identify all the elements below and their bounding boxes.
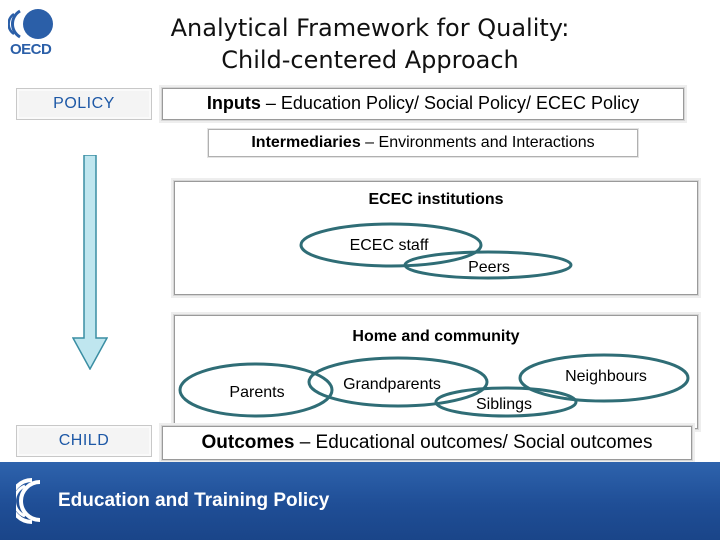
inputs-rest: – Education Policy/ Social Policy/ ECEC … xyxy=(260,93,640,113)
home-ovals: Parents Grandparents Siblings Neighbours xyxy=(178,353,690,418)
intermediaries-text: Intermediaries – Environments and Intera… xyxy=(209,134,637,152)
home-community-box: Home and community Parents Grandparents … xyxy=(174,315,698,429)
neighbours-label: Neighbours xyxy=(565,368,647,385)
siblings-oval xyxy=(434,386,578,418)
grandparents-oval xyxy=(307,356,489,408)
policy-to-child-arrow-icon xyxy=(72,155,108,370)
ecec-institutions-box: ECEC institutions ECEC staff Peers xyxy=(174,181,698,295)
intermediaries-bold: Intermediaries xyxy=(251,134,361,151)
parents-oval xyxy=(178,362,334,418)
intermediaries-box: Intermediaries – Environments and Intera… xyxy=(208,129,638,157)
inputs-bold: Inputs xyxy=(206,93,261,113)
footer-bar xyxy=(0,462,720,540)
policy-label: POLICY xyxy=(16,88,152,120)
grandparents-label: Grandparents xyxy=(343,376,441,393)
peers-oval xyxy=(403,250,573,280)
inputs-text: Inputs – Education Policy/ Social Policy… xyxy=(163,93,683,114)
parents-label: Parents xyxy=(229,384,284,401)
outcomes-bold: Outcomes xyxy=(201,432,295,453)
intermediaries-rest: – Environments and Interactions xyxy=(360,134,595,151)
siblings-label: Siblings xyxy=(476,396,532,413)
outcomes-box: Outcomes – Educational outcomes/ Social … xyxy=(162,426,692,460)
neighbours-oval xyxy=(518,353,690,403)
ecec-staff-label: ECEC staff xyxy=(350,237,429,254)
peers-label: Peers xyxy=(468,259,510,276)
page-title: Analytical Framework for Quality: Child-… xyxy=(150,12,590,76)
ecec-ovals: ECEC staff Peers xyxy=(299,222,573,280)
outcomes-rest: – Educational outcomes/ Social outcomes xyxy=(294,432,653,453)
home-community-title: Home and community xyxy=(352,328,520,345)
inputs-box: Inputs – Education Policy/ Social Policy… xyxy=(162,88,684,120)
outcomes-text: Outcomes – Educational outcomes/ Social … xyxy=(163,432,691,454)
oecd-logo: OECD xyxy=(7,8,58,60)
ecec-institutions-title: ECEC institutions xyxy=(368,191,504,208)
oecd-wordmark: OECD xyxy=(10,41,52,58)
ecec-staff-oval xyxy=(299,222,483,268)
oecd-footer-logo-icon xyxy=(16,478,41,524)
child-label: CHILD xyxy=(16,425,152,457)
oecd-globe-icon xyxy=(7,9,53,39)
footer-title: Education and Training Policy xyxy=(58,490,330,511)
title-line-1: Analytical Framework for Quality: xyxy=(170,14,570,42)
title-line-2: Child-centered Approach xyxy=(221,46,519,74)
